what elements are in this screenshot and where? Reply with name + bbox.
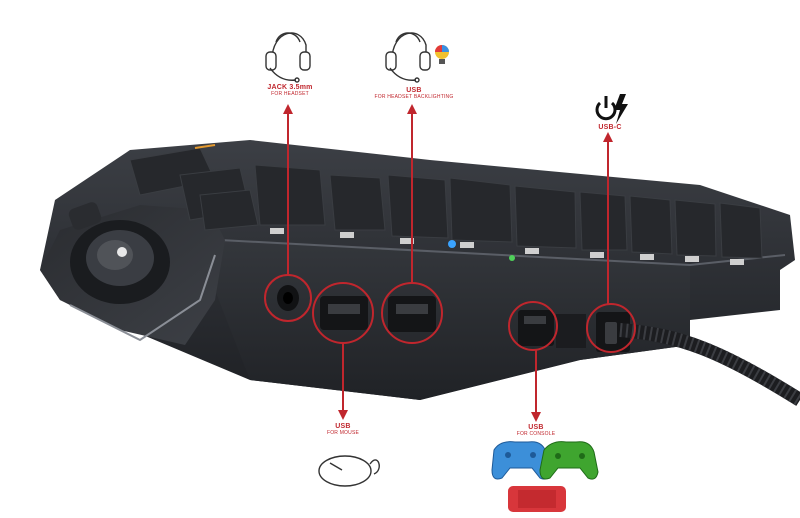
usb-mouse-title: USB [335,423,351,430]
usb-console-title: USB [528,424,544,431]
rgb-led-orange [194,144,216,149]
port-usb-c [596,312,630,352]
callout-label-jack: JACK 3.5mm FOR HEADSET [267,84,312,98]
callout-circle-usb-console [508,301,558,351]
callout-label-usb-console: USB FOR CONSOLE [517,424,556,438]
rgb-led-blue [448,240,456,248]
callout-label-usb-mouse: USB FOR MOUSE [327,423,359,437]
xbox-controller-icon [539,441,599,480]
key-switches [270,228,744,265]
usb-c-title: USB-C [598,124,622,131]
jack-title: JACK 3.5mm [267,84,313,91]
headset-rgb-icon [385,32,449,83]
usb-plug [556,314,586,348]
headset-icon [265,32,311,83]
rgb-led-green [509,255,515,261]
playstation-controller-icon [491,441,551,480]
callout-label-usb-headset: USB FOR HEADSET BACKLIGHTING [375,87,454,101]
port-jack [277,285,299,311]
jack-subtitle: FOR HEADSET [271,91,309,98]
gaming-keypad [40,140,800,406]
port-usb-console [518,310,554,346]
thumbstick [68,202,170,304]
mouse-icon [318,455,380,487]
power-lightning-icon [595,94,628,124]
usb-mouse-subtitle: FOR MOUSE [326,430,360,437]
port-usb-headset [388,296,436,332]
usb-console-subtitle: FOR CONSOLE [516,431,556,438]
nintendo-switch-icon [508,486,566,512]
keypad-front-face [215,240,690,400]
callout-label-usb-c: USB-C [598,124,621,132]
keycaps [129,147,763,259]
usb-headset-title: USB [406,87,422,94]
callout-circle-usb-c [586,303,636,353]
usb-headset-subtitle: FOR HEADSET BACKLIGHTING [374,94,454,101]
callout-arrowheads [283,104,613,422]
port-usb-mouse [320,296,368,330]
callout-lines [264,112,636,414]
